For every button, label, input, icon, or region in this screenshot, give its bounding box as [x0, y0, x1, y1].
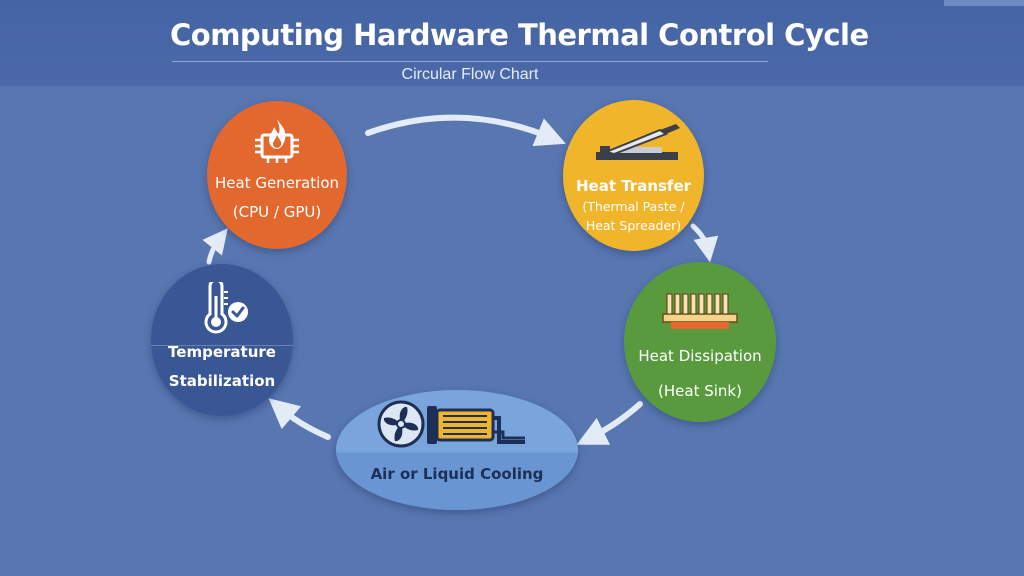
- arrow-cooling-to-stabilization: [268, 398, 331, 440]
- corner-tab: [944, 0, 1024, 6]
- arrow-transfer-to-dissipation: [690, 223, 719, 263]
- header-band: [0, 0, 1024, 86]
- node-heat-generation: Heat Generation (CPU / GPU): [207, 101, 347, 249]
- title-rule: [172, 61, 768, 62]
- node-temperature-stabilization: Temperature Stabilization: [151, 264, 293, 416]
- node-heat-transfer: Heat Transfer (Thermal Paste / Heat Spre…: [563, 100, 704, 251]
- node-label-line1: Heat Dissipation: [638, 347, 762, 365]
- node-divider: [151, 345, 293, 346]
- page-subtitle: Circular Flow Chart: [401, 66, 539, 83]
- node-label-line2: (CPU / GPU): [232, 203, 322, 221]
- node-label-line2: (Thermal Paste /: [582, 199, 685, 214]
- thermal-paste-icon: [595, 124, 680, 160]
- page-title: Computing Hardware Thermal Control Cycle: [170, 18, 869, 52]
- node-label-line2: Stabilization: [168, 372, 276, 390]
- node-air-liquid-cooling: Air or Liquid Cooling: [336, 390, 578, 510]
- node-heat-dissipation: Heat Dissipation (Heat Sink): [624, 262, 776, 422]
- arrow-gen-to-transfer: [365, 114, 566, 147]
- node-label-line2: (Heat Sink): [658, 382, 742, 400]
- arrow-dissipation-to-cooling: [576, 401, 643, 445]
- heat-sink-icon: [662, 293, 738, 329]
- node-label-line3: Heat Spreader): [585, 218, 682, 233]
- node-label-line1: Heat Transfer: [575, 177, 692, 195]
- flame-chip-icon: [255, 119, 299, 163]
- arrow-stabilization-to-gen: [202, 228, 228, 265]
- node-label-line1: Temperature: [168, 343, 276, 361]
- thermometer-check-icon: [204, 282, 248, 334]
- node-label-line1: Heat Generation: [214, 174, 340, 192]
- fan-radiator-icon: [377, 400, 525, 448]
- node-label-line1: Air or Liquid Cooling: [370, 465, 544, 483]
